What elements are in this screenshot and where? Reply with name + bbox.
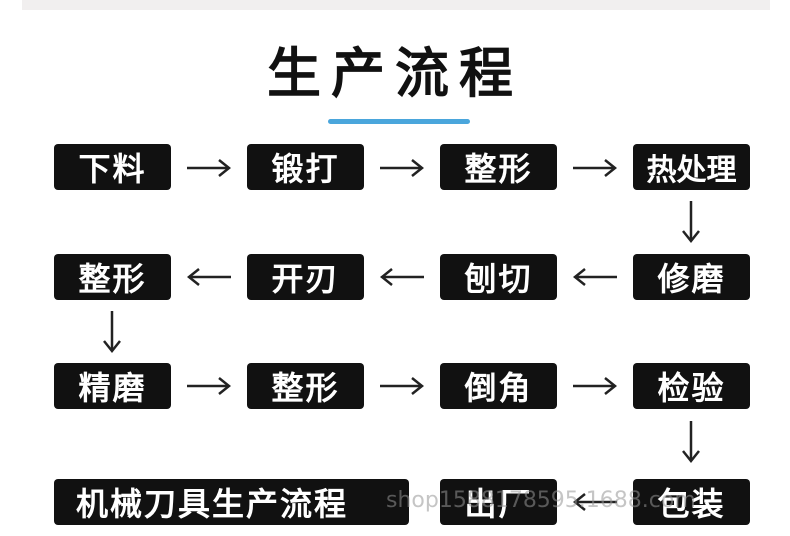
right-arrow-icon [379, 376, 425, 396]
left-arrow-icon [572, 492, 618, 512]
step-box-kairen: 开刃 [247, 254, 364, 300]
step-box-chuchang: 出厂 [440, 479, 557, 525]
step-box-baoqie: 刨切 [440, 254, 557, 300]
down-arrow-icon [681, 420, 701, 464]
step-box-baozhuang: 包装 [633, 479, 750, 525]
shop-watermark: shop1588178595.1688.com [386, 488, 696, 513]
left-arrow-icon [186, 267, 232, 287]
right-arrow-icon [186, 158, 232, 178]
step-box-xiumo: 修磨 [633, 254, 750, 300]
right-arrow-icon [572, 376, 618, 396]
step-box-jingmo: 精磨 [54, 363, 171, 409]
down-arrow-icon [681, 200, 701, 244]
page-title: 生产流程 [267, 42, 523, 105]
step-box-zhengxing-2: 整形 [54, 254, 171, 300]
left-arrow-icon [572, 267, 618, 287]
step-box-duanda: 锻打 [247, 144, 364, 190]
top-divider-bar [22, 0, 770, 10]
step-box-rechuli: 热处理 [633, 144, 750, 190]
step-box-zhengxing-1: 整形 [440, 144, 557, 190]
right-arrow-icon [572, 158, 618, 178]
down-arrow-icon [102, 310, 122, 354]
step-box-process-label: 机械刀具生产流程 [54, 479, 409, 525]
step-box-zhengxing-3: 整形 [247, 363, 364, 409]
step-box-xialiao: 下料 [54, 144, 171, 190]
step-box-jianyan: 检验 [633, 363, 750, 409]
left-arrow-icon [379, 267, 425, 287]
title-underline [328, 119, 470, 124]
right-arrow-icon [379, 158, 425, 178]
step-box-daojiao: 倒角 [440, 363, 557, 409]
right-arrow-icon [186, 376, 232, 396]
